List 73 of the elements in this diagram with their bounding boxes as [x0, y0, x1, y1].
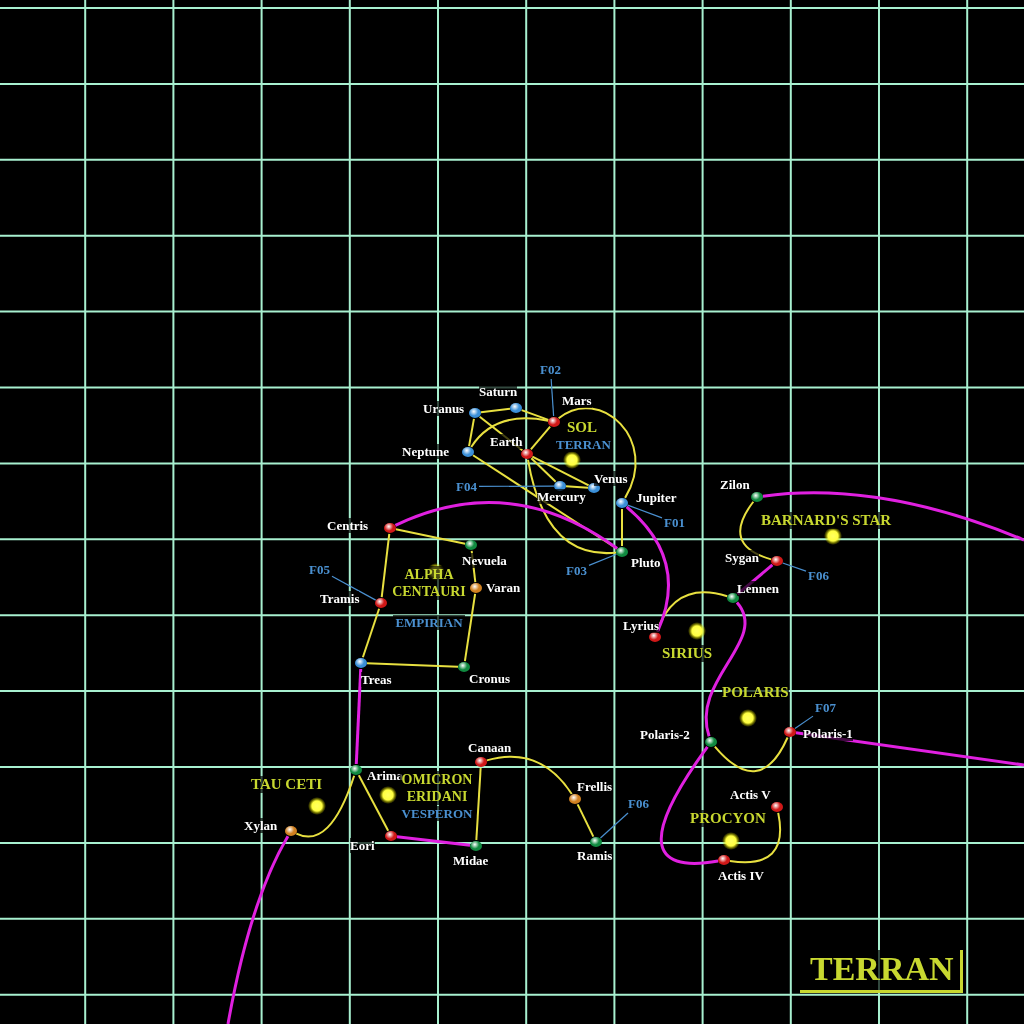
- system-name: PROCYON: [690, 810, 766, 827]
- route-line: [380, 532, 391, 599]
- route-line: [713, 736, 789, 772]
- route-line: [704, 601, 747, 737]
- route-line: [479, 407, 512, 414]
- system-name: ALPHA CENTAURI: [389, 566, 469, 600]
- planet-name: Polaris-2: [640, 727, 690, 742]
- planet-name: Sygan: [725, 550, 759, 565]
- planet-name: Frellis: [577, 779, 613, 794]
- planet-name: Nevuela: [462, 553, 507, 568]
- leader-line: [627, 504, 663, 519]
- system-name: BARNARD'S STAR: [761, 512, 892, 529]
- route-line: [762, 491, 1024, 542]
- system-name: TAU CETI: [251, 776, 322, 793]
- leader-line: [794, 715, 814, 730]
- planet-name: Eori: [350, 838, 375, 853]
- planet-name: Uranus: [423, 401, 465, 416]
- route-line: [739, 500, 773, 561]
- faction-name: VESPERON: [400, 806, 474, 821]
- route-line: [557, 407, 637, 499]
- planet-name: Treas: [361, 672, 392, 687]
- route-line: [475, 767, 482, 841]
- route-line: [226, 835, 290, 1024]
- planet-name: Mercury: [537, 489, 586, 504]
- leader-line: [782, 562, 807, 572]
- leader-line: [599, 812, 629, 839]
- route-line: [394, 528, 467, 545]
- planet-name: Lyrius: [623, 618, 660, 633]
- route-line: [470, 417, 550, 448]
- route-line: [295, 774, 356, 838]
- route-line: [728, 811, 782, 864]
- planet-name: Xylan: [244, 818, 278, 833]
- planet-name: Tramis: [320, 591, 360, 606]
- route-line: [485, 755, 573, 795]
- planet-name: Lennen: [737, 581, 779, 596]
- faction-label: TERRAN: [800, 950, 963, 993]
- planet-name: Actis IV: [718, 868, 764, 883]
- route-line: [463, 592, 477, 663]
- route-line: [354, 668, 363, 765]
- planet-name: Polaris-1: [803, 726, 853, 741]
- leader-line: [550, 378, 555, 417]
- route-line: [576, 803, 595, 838]
- planet-name: Zilon: [720, 477, 750, 492]
- planet-name: Neptune: [402, 444, 449, 459]
- planet-name: Earth: [490, 434, 523, 449]
- planet-name: Jupiter: [636, 490, 677, 505]
- leader-line: [588, 553, 618, 566]
- planet-name: Actis V: [730, 787, 771, 802]
- route-line: [468, 417, 475, 448]
- faction-name: EMPIRIAN: [393, 615, 465, 630]
- leader-line: [331, 575, 377, 601]
- planet-name: Centris: [327, 518, 369, 533]
- route-line: [357, 774, 390, 832]
- route-line: [520, 409, 550, 421]
- route-line: [621, 508, 623, 547]
- planet-name: Midae: [453, 853, 489, 868]
- planet-name: Ramis: [577, 848, 613, 863]
- route-line: [366, 662, 459, 668]
- planet-name: Venus: [594, 471, 628, 486]
- route-line: [529, 425, 552, 451]
- route-line: [625, 505, 670, 633]
- planet-name: Saturn: [479, 384, 518, 399]
- route-line: [361, 607, 381, 659]
- route-line: [531, 455, 590, 487]
- leader-line: [478, 485, 555, 488]
- system-name: SIRIUS: [662, 645, 713, 662]
- planet-name: Pluto: [631, 555, 661, 570]
- route-line: [530, 457, 557, 483]
- route-line: [565, 485, 589, 489]
- route-line: [527, 458, 618, 555]
- route-line: [396, 835, 471, 847]
- route-line: [659, 746, 719, 865]
- route-line: [394, 501, 618, 550]
